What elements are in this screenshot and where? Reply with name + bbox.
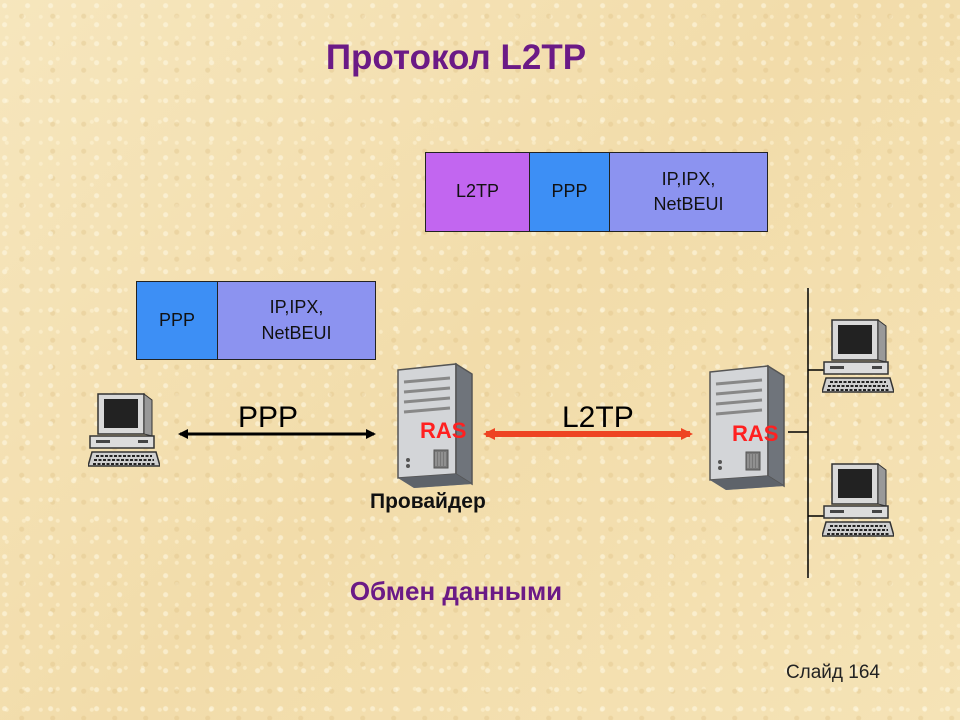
packet-cell-ip: IP,IPX, NetBEUI — [217, 282, 375, 359]
provider-label: Провайдер — [370, 490, 486, 513]
ppp-packet: PPP IP,IPX, NetBEUI — [136, 281, 376, 360]
slide-number: Слайд 164 — [785, 662, 880, 683]
corporate-ras-label: RAS — [732, 421, 779, 446]
packet-cell-l2tp: L2TP — [426, 153, 529, 231]
l2tp-link-label: L2TP — [562, 401, 634, 434]
lan-computer-icon — [822, 319, 894, 393]
slide-title: Протокол L2TP — [325, 38, 587, 77]
data-exchange-caption: Обмен данными — [349, 576, 563, 606]
client-computer-icon — [88, 393, 160, 467]
ppp-link-label: PPP — [238, 401, 299, 434]
packet-cell-ppp: PPP — [137, 282, 217, 359]
provider-ras-label: RAS — [420, 418, 467, 443]
l2tp-packet: L2TP PPP IP,IPX, NetBEUI — [425, 152, 768, 232]
packet-cell-ppp: PPP — [529, 153, 609, 231]
lan-computer-icon — [822, 463, 894, 537]
packet-cell-ip: IP,IPX, NetBEUI — [609, 153, 767, 231]
